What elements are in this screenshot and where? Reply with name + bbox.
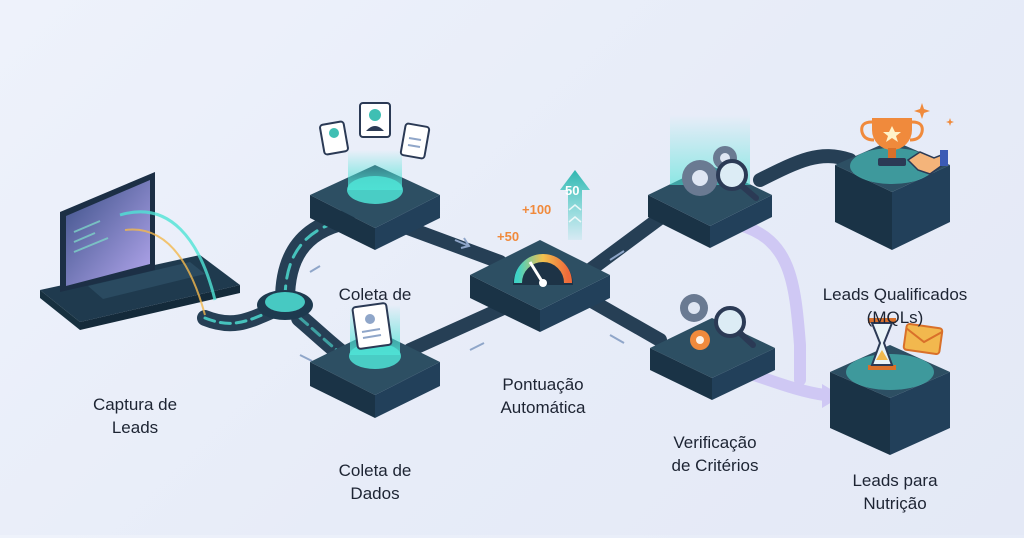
pipe-criteria-to-qualified (753, 149, 857, 187)
laptop-icon (40, 172, 240, 330)
score-tag-plus100: +100 (522, 202, 551, 217)
pipe-junction-hub (257, 290, 313, 320)
score-tag-plus50: +50 (497, 229, 519, 244)
pipe-collect-bottom-to-scoring (403, 298, 517, 357)
arrow-criteria-to-nurture (734, 219, 806, 386)
handshake-icon (906, 150, 948, 175)
up-arrow-icon (560, 170, 590, 240)
pipe-scoring-to-criteria-bottom (583, 293, 667, 347)
gauge-icon (513, 254, 573, 287)
label-collect-top: Coleta de (338, 285, 412, 304)
flow-arrows (299, 237, 625, 362)
pipes (197, 149, 857, 408)
pipe-scoring-to-criteria-top (583, 211, 667, 277)
platform-collect-top (310, 150, 440, 250)
gear-magnifier-bottom-icon (680, 294, 756, 350)
score-tag-fifty: 50 (565, 183, 579, 198)
profile-cards-icon (319, 102, 431, 160)
envelope-icon (902, 323, 944, 355)
platform-criteria-bottom (650, 318, 775, 400)
document-icon (351, 302, 393, 350)
hourglass-icon (868, 318, 896, 370)
trophy-icon (860, 118, 924, 166)
gear-magnifier-icon (682, 146, 759, 201)
label-qualified: Leads Qualificados(MQLs) (822, 285, 968, 327)
pipe-collect-top-to-scoring (393, 218, 507, 269)
box-nurture (830, 345, 950, 455)
sparkle-icons (914, 103, 954, 126)
